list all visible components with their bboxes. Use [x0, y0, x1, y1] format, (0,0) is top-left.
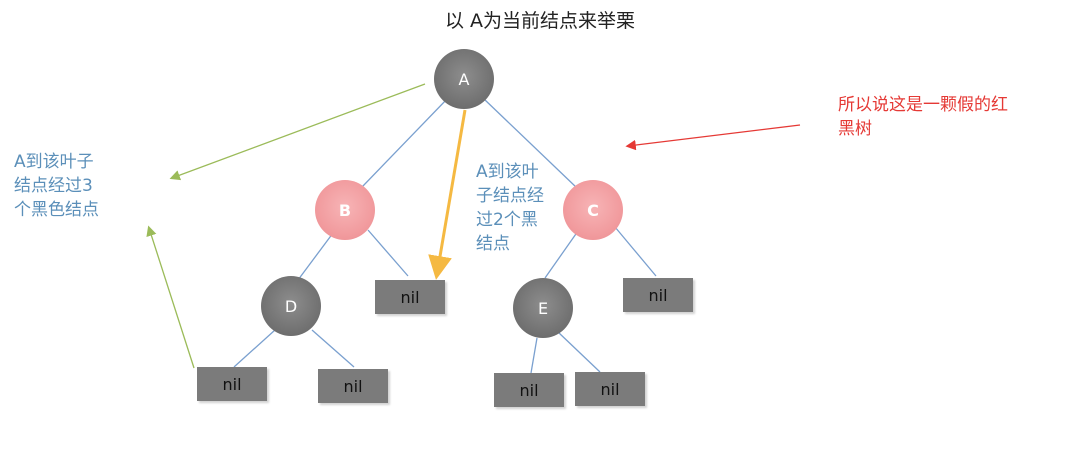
node-c: C: [563, 180, 623, 240]
edge-e-nil-left: [530, 337, 538, 374]
annotation-fake-rb-tree: 所以说这是一颗假的红 黑树: [838, 95, 1008, 139]
arrow-green-top: [169, 83, 426, 181]
edge-d-nil-left: [233, 329, 276, 368]
diagram-title: 以 A为当前结点来举栗: [444, 10, 636, 32]
nil-leaf-d-right: nil: [318, 369, 388, 403]
node-d: D: [261, 276, 321, 336]
nil-leaf-e-left: nil: [494, 373, 564, 407]
edge-b-nil: [367, 229, 409, 277]
edge-e-nil-right: [557, 331, 601, 373]
nil-leaf-c-right: nil: [623, 278, 693, 312]
arrow-red: [625, 124, 801, 151]
annotation-three-black-nodes: A到该叶子 结点经过3 个黑色结点: [14, 152, 99, 220]
node-b: B: [315, 180, 375, 240]
edge-c-e: [544, 230, 579, 279]
edge-b-d: [297, 232, 334, 281]
nil-leaf-d-left: nil: [197, 367, 267, 401]
nil-leaf-e-right: nil: [575, 372, 645, 406]
arrow-orange: [428, 109, 467, 280]
edge-d-nil-right: [311, 329, 355, 368]
nil-leaf-b-right: nil: [375, 280, 445, 314]
node-e: E: [513, 278, 573, 338]
edge-c-nil: [614, 226, 657, 277]
edge-a-b: [361, 97, 449, 188]
node-a: A: [434, 49, 494, 109]
edge-a-c: [483, 98, 578, 189]
annotation-two-black-nodes: A到该叶 子结点经 过2个黑 结点: [476, 162, 544, 254]
arrow-green-bottom: [146, 225, 195, 369]
